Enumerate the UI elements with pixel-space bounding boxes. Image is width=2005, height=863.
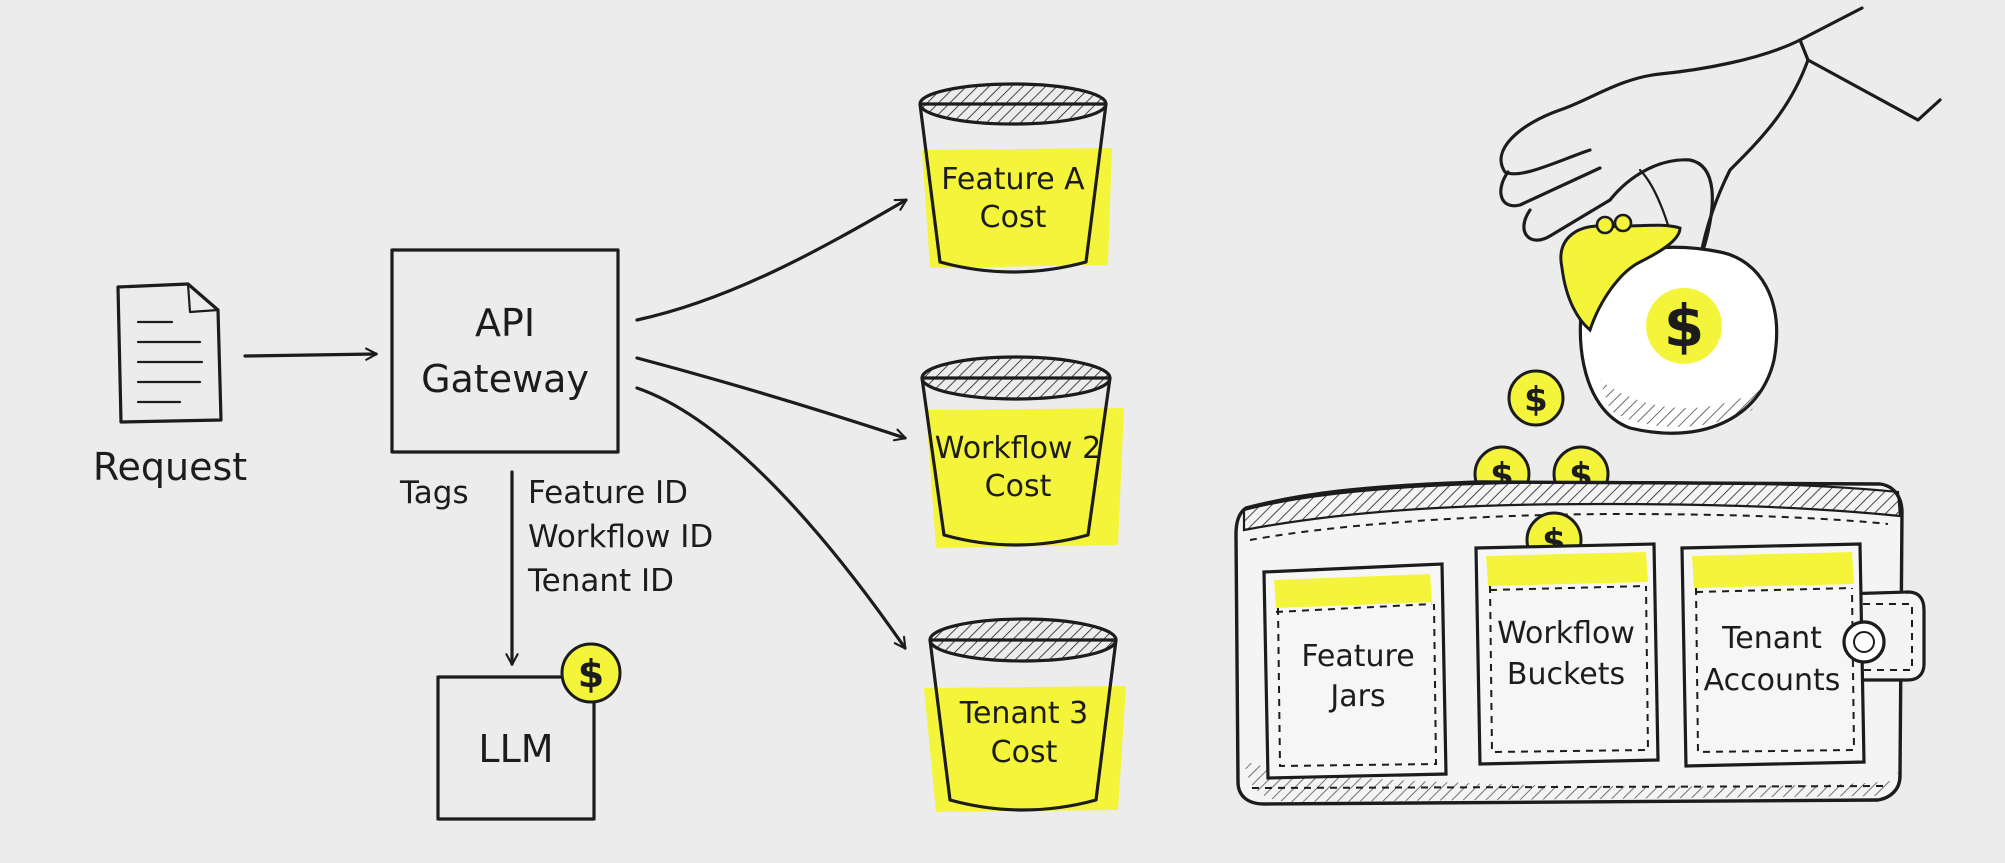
wallet-icon: Feature Jars $ Workflow Buckets Tenant A… <box>1234 480 1926 806</box>
pocket-feature-line2: Jars <box>1328 679 1385 714</box>
tag-tenant-id: Tenant ID <box>527 563 674 599</box>
api-gateway-label-line2: Gateway <box>421 357 589 401</box>
coin-icon: $ <box>1507 369 1565 427</box>
pocket-workflow-line1: Workflow <box>1497 616 1635 651</box>
pocket-feature-line1: Feature <box>1301 639 1414 674</box>
hand-icon <box>1499 6 1942 262</box>
bucket-feature: Feature A Cost <box>918 82 1112 274</box>
request-document-icon <box>116 282 223 424</box>
arrow-request-to-gateway <box>243 347 378 361</box>
pocket-workflow-line2: Buckets <box>1507 657 1625 692</box>
bucket-tenant: Tenant 3 Cost <box>924 617 1126 812</box>
tags-label: Tags <box>399 475 469 511</box>
bucket-feature-line1: Feature A <box>941 162 1085 197</box>
bucket-feature-line2: Cost <box>980 200 1047 235</box>
bucket-workflow: Workflow 2 Cost <box>920 355 1124 548</box>
pocket-tenant-line2: Accounts <box>1704 663 1841 698</box>
arrow-gateway-to-workflow-bucket <box>635 356 907 442</box>
bucket-tenant-line2: Cost <box>991 735 1058 770</box>
llm-label: LLM <box>478 727 553 771</box>
purse-dollar-symbol: $ <box>1664 292 1704 360</box>
llm-box <box>436 675 596 821</box>
wallet-pocket-workflow: $ Workflow Buckets <box>1474 511 1660 766</box>
api-gateway-label-line1: API <box>475 301 535 345</box>
coin-purse-icon: $ <box>1559 213 1779 435</box>
llm-coin-symbol: $ <box>578 652 604 696</box>
llm-coin-icon: $ <box>560 642 622 704</box>
tag-workflow-id: Workflow ID <box>528 519 713 555</box>
arrow-gateway-to-feature-bucket <box>635 198 908 322</box>
svg-text:$: $ <box>1524 380 1548 420</box>
request-label: Request <box>93 445 247 489</box>
arrow-gateway-to-tenant-bucket <box>635 386 907 650</box>
api-gateway-box <box>390 248 620 454</box>
wallet-pocket-feature: Feature Jars <box>1262 562 1448 780</box>
bucket-tenant-line1: Tenant 3 <box>959 696 1088 731</box>
wallet-pocket-tenant: Tenant Accounts <box>1680 542 1866 768</box>
bucket-workflow-line1: Workflow 2 <box>935 431 1101 466</box>
pocket-tenant-line1: Tenant <box>1721 621 1822 656</box>
bucket-workflow-line2: Cost <box>985 469 1052 504</box>
tag-feature-id: Feature ID <box>528 475 688 511</box>
